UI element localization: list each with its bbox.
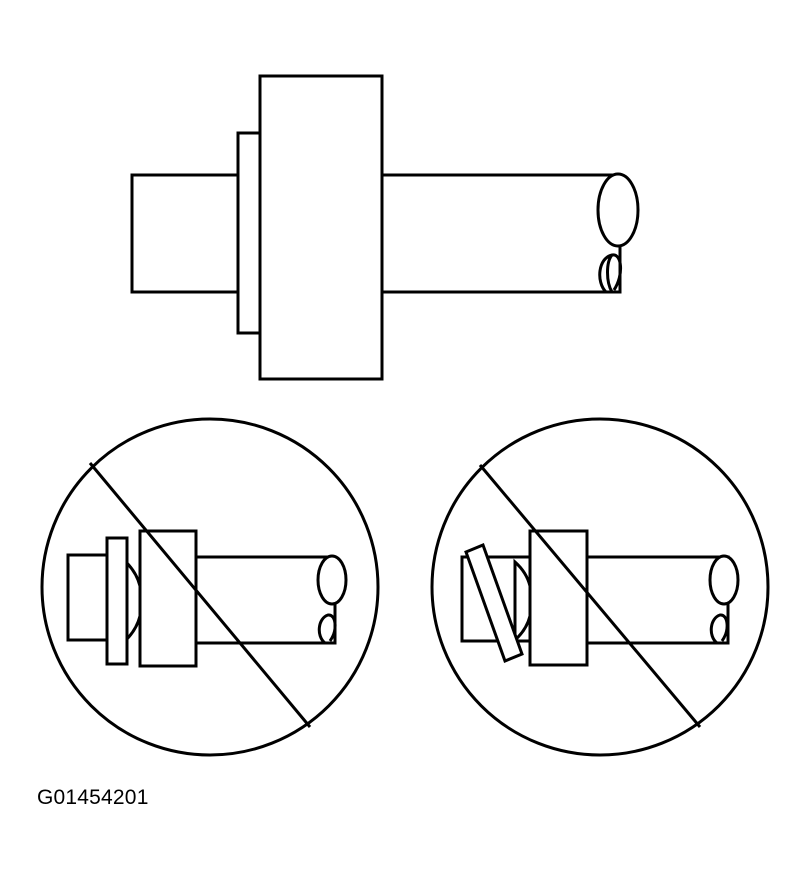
prohibition-slash [478,464,702,728]
shaft-right [583,555,730,645]
shaft-end-face [708,554,740,606]
tilted-seal-ring [464,543,524,663]
hub-body [258,74,384,381]
seal-ring [105,536,129,666]
figure-code: G01454201 [37,786,149,809]
correct-installation [130,74,640,381]
wrong-installation-tilted [430,417,770,757]
shaft-end-face [596,172,640,248]
shaft-right [378,173,622,294]
shaft-left-stub [130,173,244,294]
prohibition-slash [88,462,312,728]
seal-ring [236,131,262,335]
shaft-break-mark [317,613,337,645]
shaft-break-mark [598,253,622,294]
shaft-right [193,555,337,645]
shaft-end-face [316,554,348,606]
shaft-break-mark [709,613,729,645]
wrong-installation-gap [40,417,380,757]
hub-body [528,529,589,667]
hub-body [138,529,198,668]
